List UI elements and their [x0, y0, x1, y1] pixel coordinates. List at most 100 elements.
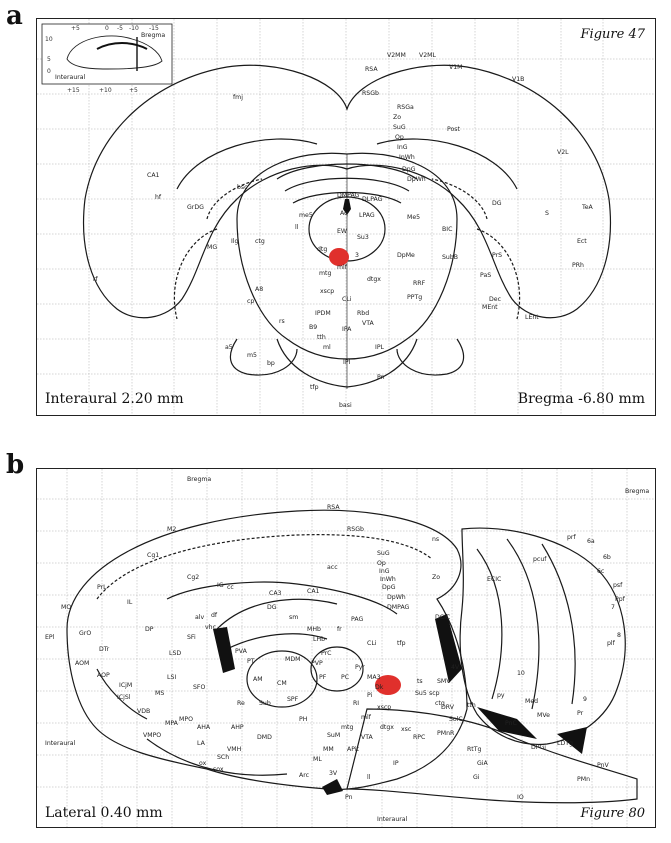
lateral-ventricle-mark	[213, 627, 235, 673]
svg-text:pcuf: pcuf	[533, 556, 547, 563]
panel-b-bregma-left: Bregma	[187, 476, 211, 483]
svg-text:cc: cc	[227, 584, 234, 591]
svg-text:10: 10	[45, 36, 53, 43]
svg-text:V1B: V1B	[512, 76, 524, 83]
svg-text:GrO: GrO	[79, 630, 91, 637]
svg-text:IPL: IPL	[375, 344, 385, 351]
svg-text:DPGi: DPGi	[531, 744, 546, 751]
svg-text:ctg: ctg	[435, 700, 445, 707]
svg-text:Cg2: Cg2	[187, 574, 199, 581]
svg-text:hf: hf	[155, 194, 162, 201]
svg-text:LDTg: LDTg	[557, 740, 573, 747]
panel-a-region-labels: V2MM V2ML V1M V1B V2L RSA RSGb RSGa Zo S…	[93, 52, 594, 409]
svg-text:InWh: InWh	[380, 576, 396, 583]
svg-text:Su3: Su3	[357, 234, 369, 241]
svg-text:DpG: DpG	[402, 166, 416, 173]
svg-text:M2: M2	[167, 526, 176, 533]
svg-text:SPF: SPF	[287, 696, 299, 703]
svg-text:GiA: GiA	[477, 760, 489, 767]
svg-text:tth: tth	[467, 702, 476, 709]
svg-text:PRh: PRh	[572, 262, 584, 269]
panel-a-figure-number: Figure 47	[580, 27, 645, 42]
svg-text:DG: DG	[267, 604, 277, 611]
svg-text:VTA: VTA	[362, 320, 375, 327]
svg-text:MDM: MDM	[285, 656, 300, 663]
svg-text:LSD: LSD	[169, 650, 181, 657]
svg-text:Pn: Pn	[377, 374, 385, 381]
svg-text:+15: +15	[67, 87, 80, 94]
svg-text:ECIC: ECIC	[487, 576, 501, 583]
svg-text:Post: Post	[447, 126, 461, 133]
inset-bregma-label: Bregma	[141, 32, 165, 39]
svg-text:PPTg: PPTg	[407, 294, 422, 301]
svg-text:0: 0	[105, 25, 109, 32]
svg-text:PnV: PnV	[597, 762, 610, 769]
svg-text:MA3: MA3	[367, 674, 381, 681]
svg-text:MM: MM	[323, 746, 334, 753]
svg-text:DpMe: DpMe	[397, 252, 415, 259]
svg-text:DRV: DRV	[441, 704, 455, 711]
svg-text:LA: LA	[197, 740, 206, 747]
svg-text:sm: sm	[289, 614, 298, 621]
svg-text:BIC: BIC	[442, 226, 452, 233]
svg-text:Zo: Zo	[432, 574, 440, 581]
svg-text:5: 5	[47, 56, 51, 63]
svg-text:DMD: DMD	[257, 734, 272, 741]
svg-text:tth: tth	[317, 334, 326, 341]
panel-b-highlight	[375, 675, 401, 695]
svg-text:CLi: CLi	[342, 296, 352, 303]
svg-text:ns: ns	[432, 536, 439, 543]
svg-text:alv: alv	[195, 614, 205, 621]
svg-text:Ect: Ect	[577, 238, 587, 245]
panel-a-interaural-caption: Interaural 2.20 mm	[45, 391, 184, 407]
svg-text:SubB: SubB	[442, 254, 458, 261]
svg-text:PH: PH	[299, 716, 308, 723]
third-ventricle-mark	[322, 779, 343, 795]
svg-text:RRF: RRF	[413, 280, 426, 287]
svg-text:Gi: Gi	[473, 774, 480, 781]
svg-text:Me5: Me5	[407, 214, 420, 221]
svg-text:bp: bp	[267, 360, 275, 367]
svg-text:VTA: VTA	[361, 734, 374, 741]
svg-text:VMH: VMH	[227, 746, 242, 753]
panel-b-frame: RSA RSGb M2 Cg1 Cg2 PrL IL DP MO EPl GrO…	[36, 468, 656, 828]
svg-text:RtTg: RtTg	[467, 746, 482, 753]
svg-text:4V: 4V	[451, 664, 460, 671]
svg-text:Zo: Zo	[393, 114, 401, 121]
svg-text:DpWh: DpWh	[387, 594, 406, 601]
svg-text:CA1: CA1	[147, 172, 160, 179]
svg-text:MHb: MHb	[307, 626, 321, 633]
svg-text:IPI: IPI	[343, 359, 351, 366]
svg-text:Pr: Pr	[577, 710, 584, 717]
svg-text:Ilg: Ilg	[231, 238, 239, 245]
svg-text:RSA: RSA	[327, 504, 340, 511]
svg-text:ctg: ctg	[255, 238, 265, 245]
svg-text:3V: 3V	[329, 770, 338, 777]
svg-text:MO: MO	[61, 604, 71, 611]
svg-text:ll: ll	[367, 774, 371, 781]
svg-text:V2MM: V2MM	[387, 52, 406, 59]
svg-text:PC: PC	[341, 674, 349, 681]
svg-text:AHP: AHP	[231, 724, 244, 731]
svg-text:APit: APit	[347, 746, 360, 753]
svg-text:m5: m5	[247, 352, 257, 359]
svg-text:+5: +5	[71, 25, 80, 32]
svg-text:LEnt: LEnt	[525, 314, 539, 321]
svg-text:Pyr: Pyr	[355, 664, 365, 671]
svg-text:df: df	[211, 612, 218, 619]
svg-text:dtgx: dtgx	[367, 276, 381, 283]
svg-text:Aq: Aq	[340, 210, 348, 217]
svg-text:LHb: LHb	[313, 636, 325, 643]
svg-text:MPA: MPA	[165, 720, 179, 727]
panel-b-grid	[37, 469, 655, 827]
svg-text:DCIC: DCIC	[435, 614, 450, 621]
svg-text:sox: sox	[213, 766, 224, 773]
svg-text:AOM: AOM	[75, 660, 89, 667]
svg-text:PrC: PrC	[321, 650, 332, 657]
svg-text:CA1: CA1	[307, 588, 320, 595]
svg-text:Pi: Pi	[367, 692, 373, 699]
svg-text:MPO: MPO	[179, 716, 193, 723]
svg-text:InG: InG	[397, 144, 408, 151]
